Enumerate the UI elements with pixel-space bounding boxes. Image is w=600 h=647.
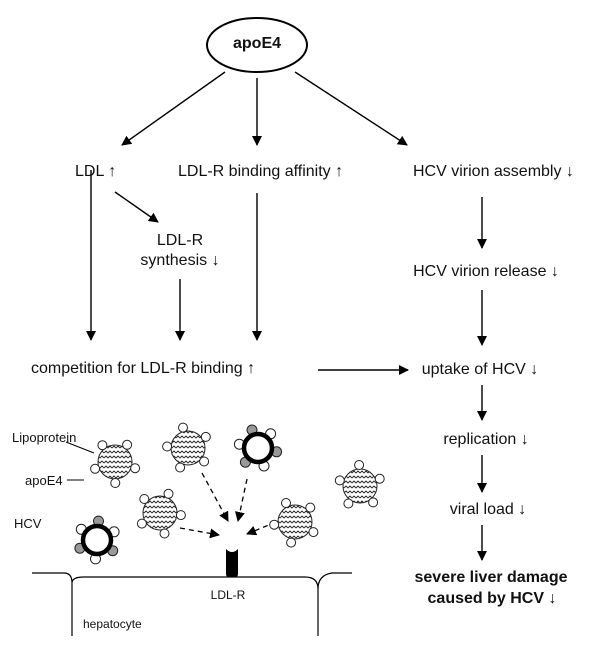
viral-load-label: viral load ↓ — [449, 501, 527, 518]
legend-lipoprotein-label: Lipoprotein — [12, 430, 77, 445]
hcv-particle — [233, 424, 283, 472]
lipoprotein-particle — [162, 422, 211, 473]
hcv-particle — [74, 515, 120, 565]
dashed-arrow-2 — [234, 478, 248, 522]
ldl-receptor-shape — [226, 549, 238, 577]
dashed-arrow-3 — [179, 527, 220, 539]
ldl-label: LDL ↑ — [75, 163, 117, 180]
uptake-label: uptake of HCV ↓ — [421, 361, 539, 378]
particle-group — [74, 422, 385, 565]
arrow-root-to-ldl — [121, 71, 226, 146]
virion-assembly-label: HCV virion assembly ↓ — [413, 163, 574, 180]
apoe4-root-label: apoE4 — [232, 35, 282, 52]
legend-apoe4-label: apoE4 — [25, 473, 63, 488]
virion-release-label: HCV virion release ↓ — [413, 263, 559, 280]
ldl-receptor-label: LDL-R — [210, 588, 246, 602]
lipoprotein-particle — [334, 460, 385, 509]
outcome-line-1: severe liver damage — [414, 569, 568, 586]
hepatocyte-label: hepatocyte — [83, 617, 142, 631]
ldlr-synthesis-line-1: LDL-R — [156, 232, 204, 249]
dashed-arrow-1 — [201, 472, 229, 522]
competition-label: competition for LDL-R binding ↑ — [31, 360, 256, 377]
lipoprotein-particle — [269, 498, 319, 548]
arrow-ldl-to-synthesis — [114, 191, 159, 223]
lipoprotein-particle — [136, 488, 186, 539]
legend-line-lipoprotein — [65, 441, 95, 454]
binding-arrows — [179, 472, 277, 539]
replication-label: replication ↓ — [443, 431, 529, 448]
flow-arrows — [86, 71, 487, 561]
hepatocyte-membrane — [32, 572, 352, 636]
outcome-line-2: caused by HCV ↓ — [427, 590, 557, 607]
ldlr-affinity-label: LDL-R binding affinity ↑ — [178, 163, 344, 180]
lipoprotein-particle — [90, 439, 141, 488]
arrow-root-to-assembly — [294, 71, 408, 146]
apoe4-root-node — [206, 17, 308, 73]
legend-hcv-label: HCV — [14, 516, 42, 531]
ldlr-synthesis-line-2: synthesis ↓ — [140, 252, 220, 269]
